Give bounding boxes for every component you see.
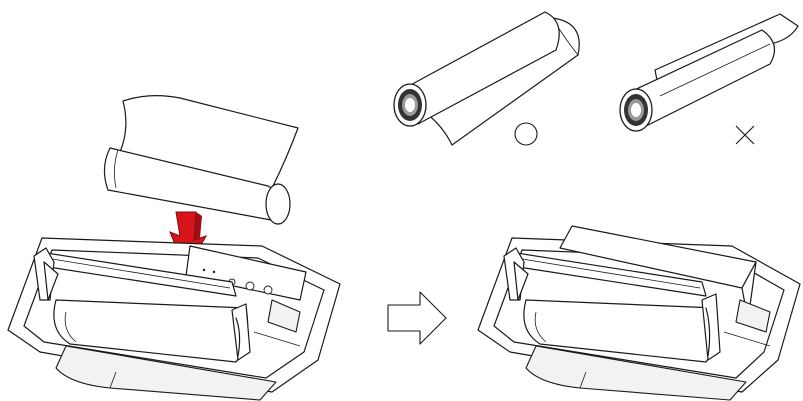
incorrect-mark-icon — [735, 125, 755, 145]
right-arrow-icon — [387, 291, 447, 345]
correct-mark-icon — [514, 122, 538, 146]
paper-roll — [103, 95, 299, 225]
roll-incorrect-orientation — [619, 13, 799, 132]
printer-mechanism-open — [7, 237, 341, 401]
printer-mechanism-loaded — [477, 225, 801, 401]
roll-correct-orientation — [393, 11, 580, 146]
